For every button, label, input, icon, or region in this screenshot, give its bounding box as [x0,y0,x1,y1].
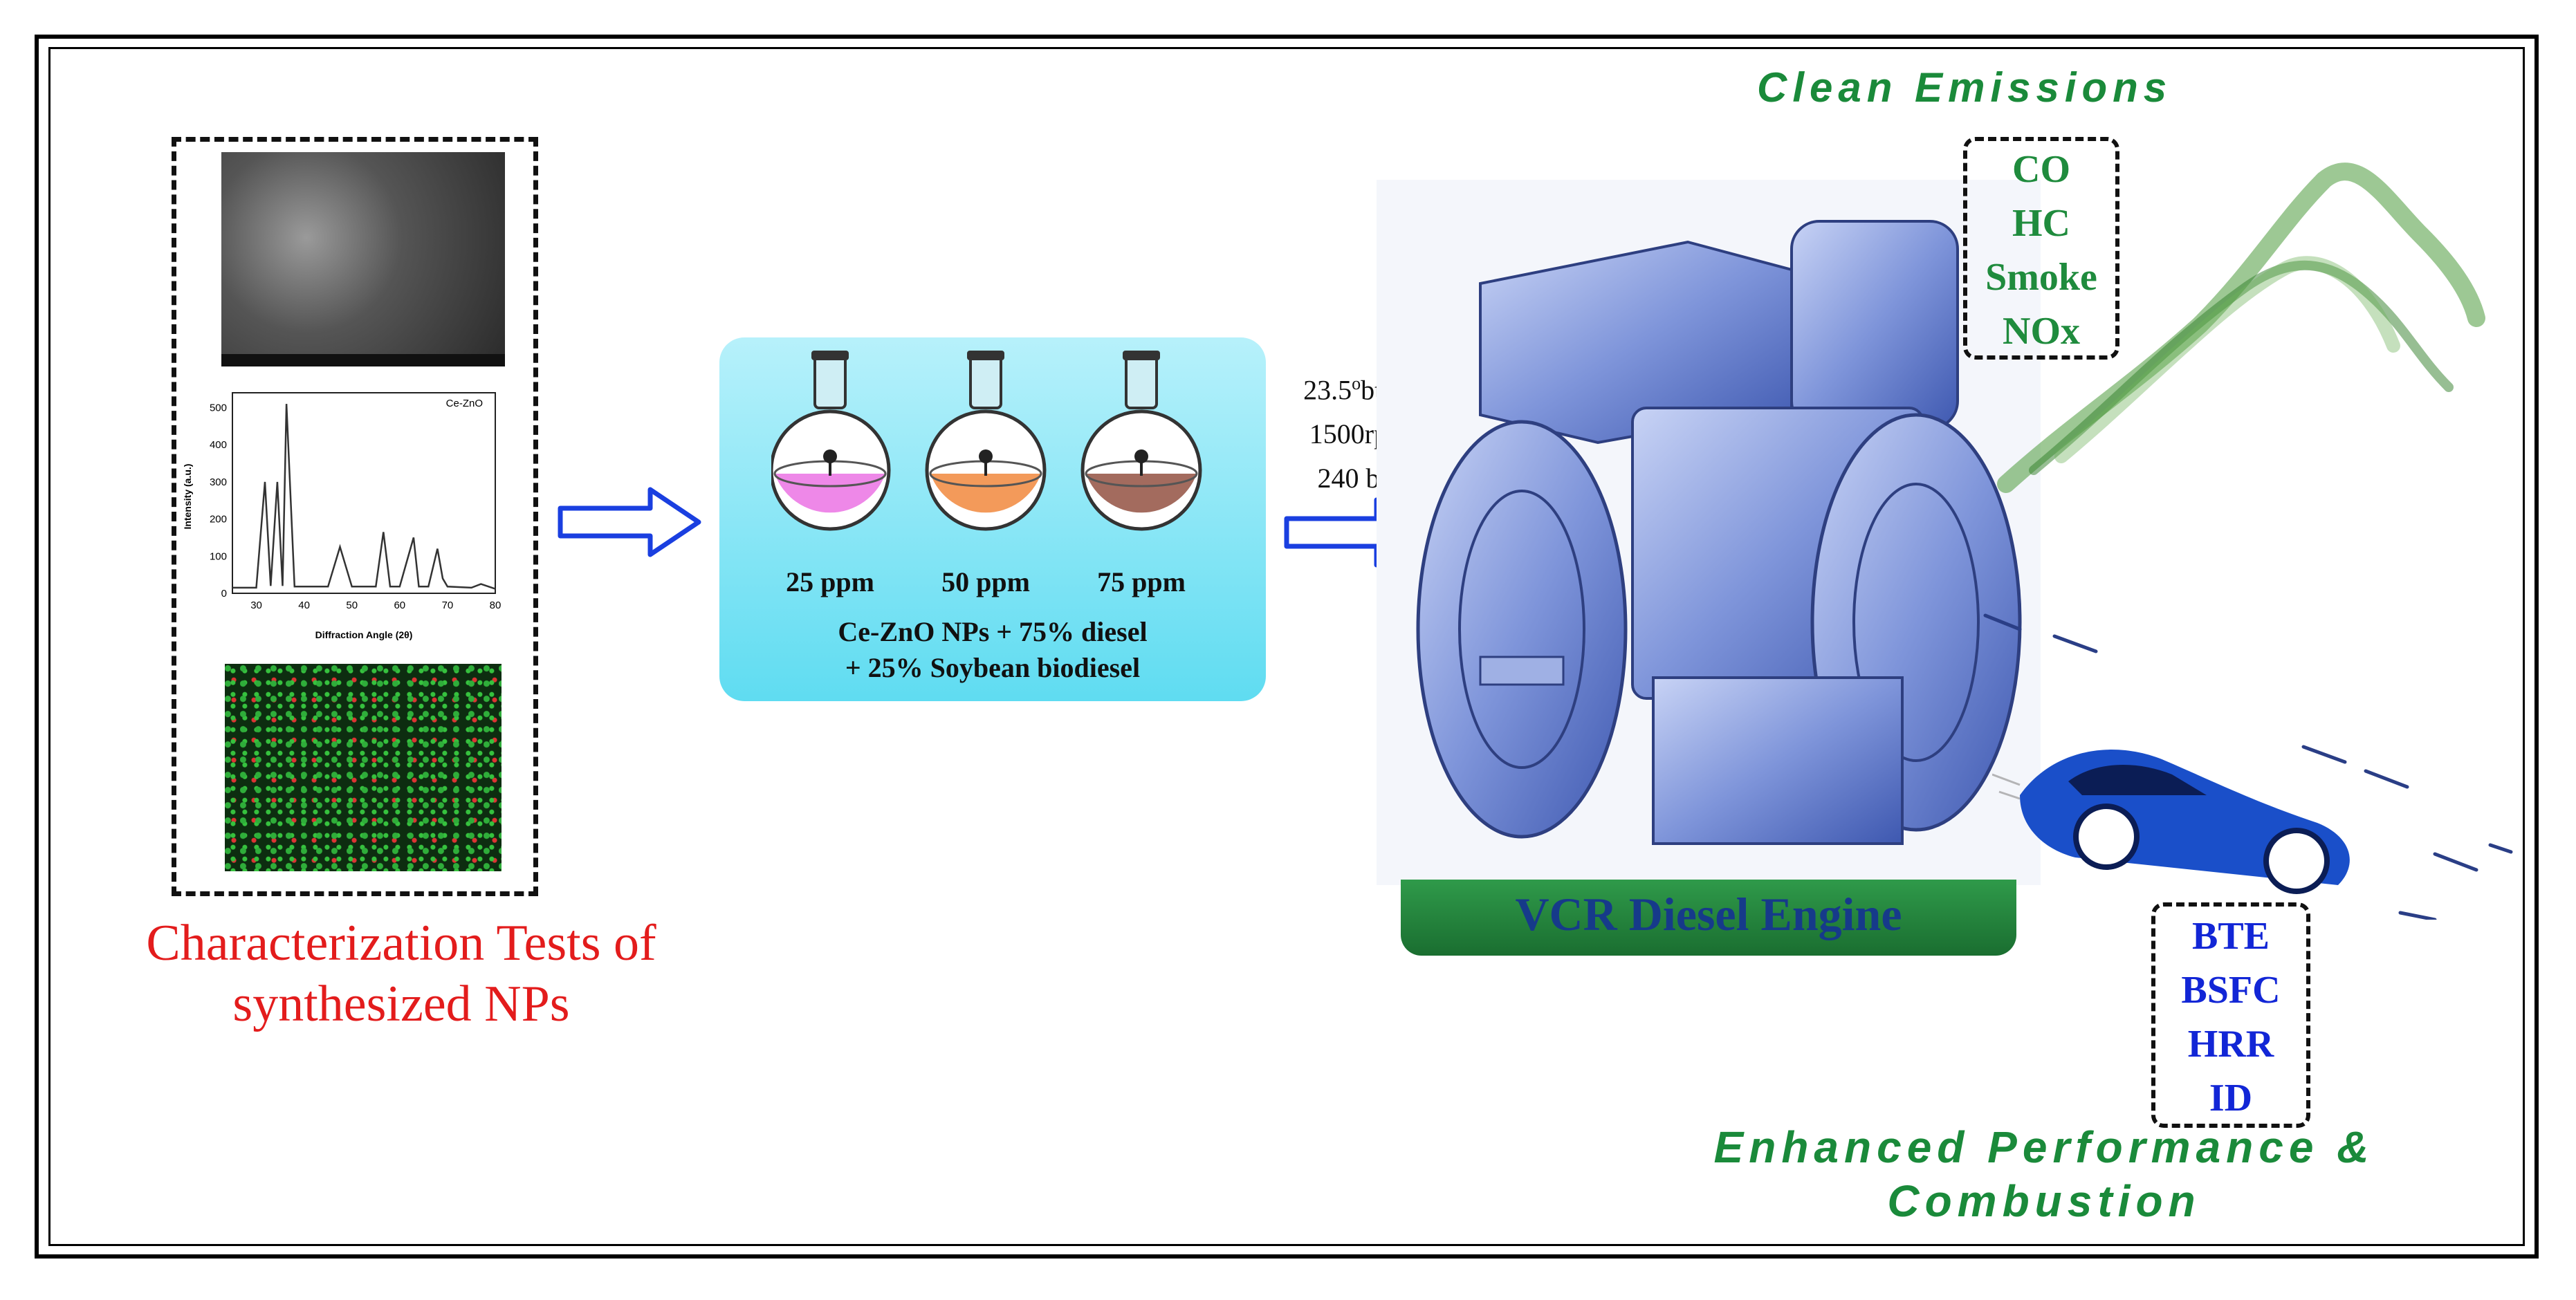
outer-frame [35,35,2539,1259]
road-lines [1983,613,2513,920]
emissions-title: Clean Emissions [1757,64,2173,111]
engine-illustration [1377,180,2041,885]
elemental-map-image [225,664,502,871]
characterization-caption-line1: Characterization Tests of [146,915,656,972]
characterization-box [172,137,538,896]
flask-label-75ppm: 75 ppm [1097,566,1186,597]
xrd-series-label: Ce-ZnO [446,398,483,409]
sem-image [221,152,505,366]
metric-bte: BTE [2191,915,2270,958]
xrd-y-axis-label: Intensity (a.u.) [182,464,193,530]
xrd-chart: Ce-ZnO Diffraction Angle (2θ) Intensity … [178,386,504,649]
performance-list: BTE BSFC HRR ID [2151,902,2310,1128]
xrd-plot-frame [232,392,496,594]
metric-hrr: HRR [2187,1023,2274,1066]
xrd-x-tick-label: 80 [490,600,502,611]
xrd-plot: Ce-ZnO Diffraction Angle (2θ) Intensity … [182,392,502,640]
xrd-x-tick-label: 30 [250,600,262,611]
xrd-x-tick-label: 40 [298,600,310,611]
xrd-y-tick-label: 100 [210,550,227,562]
metric-bsfc: BSFC [2181,969,2281,1012]
performance-title-line2: Combustion [1887,1176,2201,1226]
arrow-right-icon [558,487,701,557]
flask-75ppm [1080,351,1202,531]
performance-title-line1: Enhanced Performance & [1713,1122,2375,1172]
xrd-x-axis-label: Diffraction Angle (2θ) [315,629,413,640]
xrd-x-tick-label: 50 [346,600,358,611]
emission-nox: NOx [2003,310,2080,353]
blend-line1: Ce-ZnO NPs + 75% diesel [838,616,1148,647]
emissions-list: CO HC Smoke NOx [1963,137,2119,360]
flask-group [771,351,1202,531]
xrd-y-tick-label: 0 [221,588,227,600]
car-icon [1992,750,2350,894]
characterization-caption-line2: synthesized NPs [232,976,570,1032]
flask-25ppm [771,351,891,531]
smoke-plume-image [1997,162,2485,493]
engine-label: VCR Diesel Engine [1515,888,1902,940]
xrd-x-tick-label: 60 [394,600,405,611]
inner-frame [48,47,2525,1246]
emission-smoke: Smoke [1985,256,2097,299]
xrd-series-line [232,404,496,590]
blend-line2: + 25% Soybean biodiesel [845,652,1141,683]
xrd-y-tick-label: 200 [210,514,227,526]
engine-banner [1401,880,2016,956]
emission-hc: HC [2012,202,2070,245]
emission-co: CO [2012,148,2070,191]
xrd-x-tick-label: 70 [442,600,454,611]
xrd-y-tick-label: 500 [210,402,227,414]
xrd-y-tick-label: 300 [210,476,227,488]
flask-50ppm [925,351,1047,531]
flask-label-50ppm: 50 ppm [941,566,1030,597]
xrd-y-tick-label: 400 [210,439,227,451]
flask-label-25ppm: 25 ppm [786,566,874,597]
metric-id: ID [2209,1077,2253,1120]
